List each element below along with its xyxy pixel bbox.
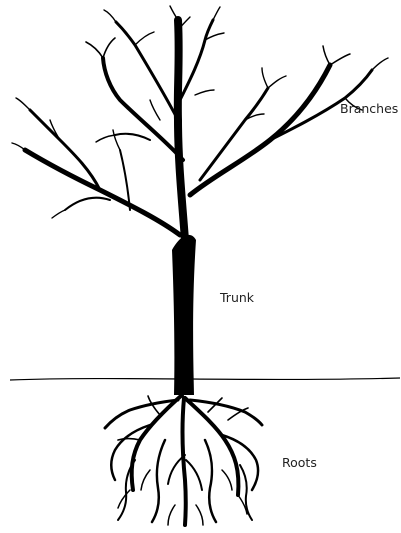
tree-roots xyxy=(105,395,262,525)
ground-line xyxy=(10,378,400,380)
tree-trunk xyxy=(172,235,196,395)
roots-label: Roots xyxy=(282,455,317,470)
tree-crown-branches xyxy=(12,6,388,240)
trunk-label: Trunk xyxy=(220,290,254,305)
branches-label: Branches xyxy=(340,101,398,116)
